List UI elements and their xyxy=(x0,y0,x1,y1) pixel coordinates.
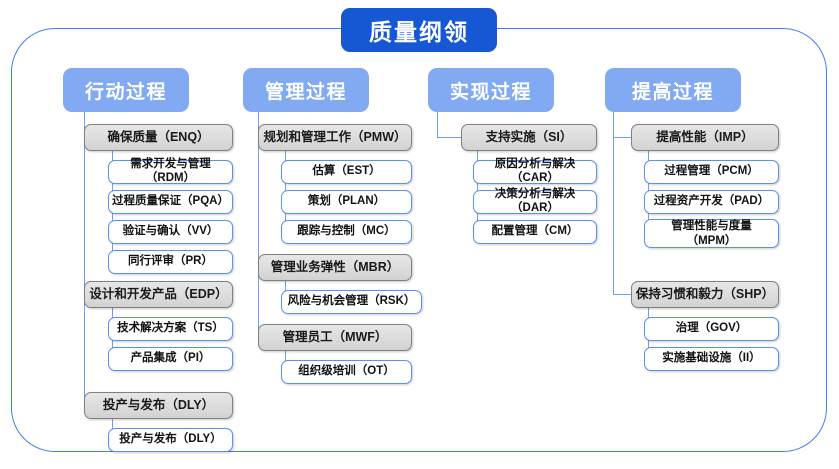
leaf-node-0-0-0[interactable]: 需求开发与管理（RDM） xyxy=(108,158,233,184)
connector-h xyxy=(437,137,463,139)
column-trunk-2 xyxy=(437,112,439,138)
group-node-2-0[interactable]: 支持实施（SI） xyxy=(461,124,597,151)
leaf-node-3-1-0[interactable]: 治理（GOV） xyxy=(644,317,779,341)
connector-h xyxy=(613,137,633,139)
leaf-node-3-0-0[interactable]: 过程管理（PCM） xyxy=(644,160,779,184)
group-node-0-2[interactable]: 投产与发布（DLY） xyxy=(84,392,233,419)
leaf-node-2-0-1[interactable]: 决策分析与解决（DAR） xyxy=(473,188,597,214)
leaf-node-3-0-1[interactable]: 过程资产开发（PAD） xyxy=(644,190,779,214)
leaf-node-1-1-0[interactable]: 风险与机会管理（RSK） xyxy=(281,290,422,314)
column-header-0[interactable]: 行动过程 xyxy=(63,68,189,112)
group-node-3-1[interactable]: 保持习惯和毅力（SHP） xyxy=(631,281,779,308)
leaf-node-0-2-0[interactable]: 投产与发布（DLY） xyxy=(108,428,233,452)
column-trunk-1 xyxy=(258,112,260,338)
leaf-node-0-1-1[interactable]: 产品集成（PI） xyxy=(108,347,233,371)
group-node-1-2[interactable]: 管理员工（MWF） xyxy=(258,324,412,351)
column-trunk-3 xyxy=(613,112,615,295)
leaf-node-0-0-3[interactable]: 同行评审（PR） xyxy=(108,250,233,274)
column-trunk-0 xyxy=(84,112,86,412)
leaf-node-1-0-1[interactable]: 策划（PLAN） xyxy=(281,190,412,214)
leaf-node-3-1-1[interactable]: 实施基础设施（II） xyxy=(644,347,779,371)
leaf-node-0-1-0[interactable]: 技术解决方案（TS） xyxy=(108,317,233,341)
column-header-2[interactable]: 实现过程 xyxy=(428,68,554,112)
leaf-node-1-0-2[interactable]: 跟踪与控制（MC） xyxy=(281,220,412,244)
leaf-node-1-0-0[interactable]: 估算（EST） xyxy=(281,160,412,184)
group-node-3-0[interactable]: 提高性能（IMP） xyxy=(631,124,779,151)
leaf-node-2-0-0[interactable]: 原因分析与解决（CAR） xyxy=(473,158,597,184)
column-header-1[interactable]: 管理过程 xyxy=(243,68,369,112)
root-title-node[interactable]: 质量纲领 xyxy=(341,8,497,52)
group-node-1-0[interactable]: 规划和管理工作（PMW） xyxy=(258,124,412,151)
connector-h xyxy=(613,294,633,296)
group-node-0-0[interactable]: 确保质量（ENQ） xyxy=(84,124,233,151)
leaf-node-0-0-1[interactable]: 过程质量保证（PQA） xyxy=(108,190,233,214)
leaf-node-1-2-0[interactable]: 组织级培训（OT） xyxy=(281,360,412,384)
leaf-node-3-0-2[interactable]: 管理性能与度量 （MPM） xyxy=(644,219,779,248)
group-node-1-1[interactable]: 管理业务弹性（MBR） xyxy=(258,254,412,281)
column-header-3[interactable]: 提高过程 xyxy=(605,68,741,112)
group-node-0-1[interactable]: 设计和开发产品（EDP） xyxy=(84,281,233,308)
leaf-node-2-0-2[interactable]: 配置管理（CM） xyxy=(473,220,597,244)
leaf-node-0-0-2[interactable]: 验证与确认（VV） xyxy=(108,220,233,244)
